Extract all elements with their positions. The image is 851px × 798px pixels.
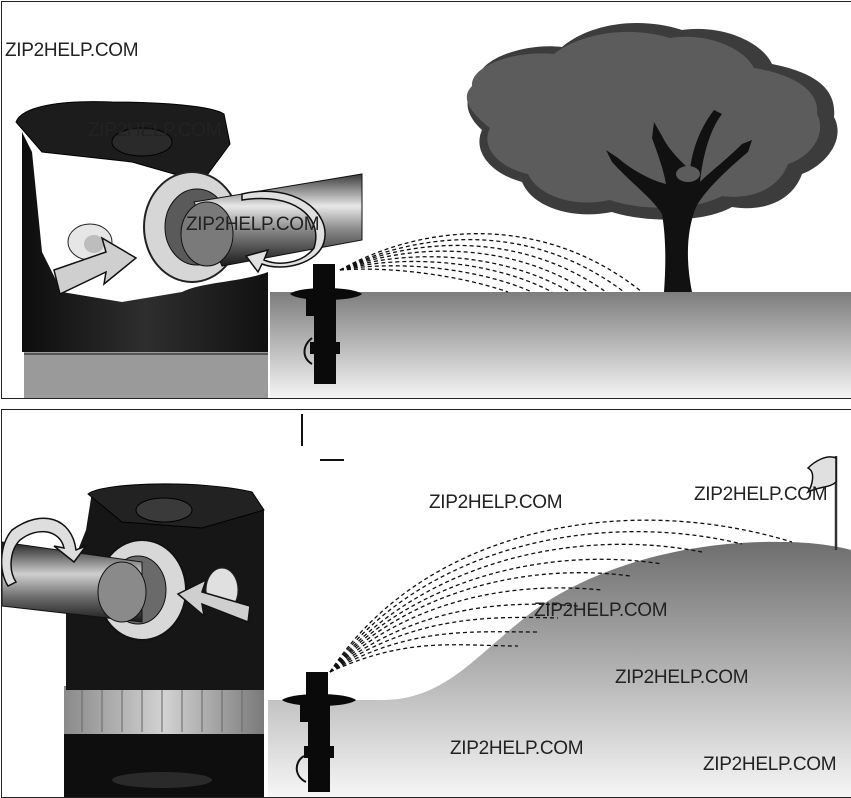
diagram-panel-bottom: ZIP2HELP.COM ZIP2HELP.COM ZIP2HELP.COM Z… (1, 409, 851, 798)
spray-arcs-long (329, 519, 793, 673)
popup-sprinkler-silhouette-bottom (282, 672, 356, 792)
sprinkler-head-photo-bottom (2, 483, 265, 797)
ground (270, 292, 851, 398)
sprinkler-head-photo-top (15, 101, 363, 398)
diagram-panel-top: ZIP2HELP.COM ZIP2HELP.COM ZIP2HELP.COM (1, 1, 851, 399)
bottom-panel-art (2, 414, 851, 797)
tree-trunk (606, 110, 752, 292)
watermark-bottom-ground-right: ZIP2HELP.COM (703, 754, 837, 775)
watermark-bottom-ground-left: ZIP2HELP.COM (450, 738, 584, 759)
counterclockwise-rotate-arrow-icon (2, 517, 89, 587)
watermark-bottom-sky-right: ZIP2HELP.COM (694, 484, 828, 505)
watermark-bottom-hill-1: ZIP2HELP.COM (534, 600, 668, 621)
watermark-top-left: ZIP2HELP.COM (5, 40, 139, 61)
spray-arcs-short (339, 233, 643, 293)
watermark-bottom-hill-2: ZIP2HELP.COM (615, 667, 749, 688)
watermark-top-photo-2: ZIP2HELP.COM (186, 214, 320, 235)
pointer-arrow-icon (53, 236, 138, 296)
watermark-top-photo-1: ZIP2HELP.COM (88, 120, 222, 141)
clockwise-rotate-arrow-icon (241, 190, 326, 274)
top-panel-art (15, 23, 851, 398)
watermark-bottom-sky-left: ZIP2HELP.COM (429, 492, 563, 513)
pointer-arrow-icon-bottom (176, 578, 251, 624)
hill (268, 541, 851, 797)
golf-flag (805, 456, 838, 550)
popup-sprinkler-silhouette (290, 264, 362, 384)
